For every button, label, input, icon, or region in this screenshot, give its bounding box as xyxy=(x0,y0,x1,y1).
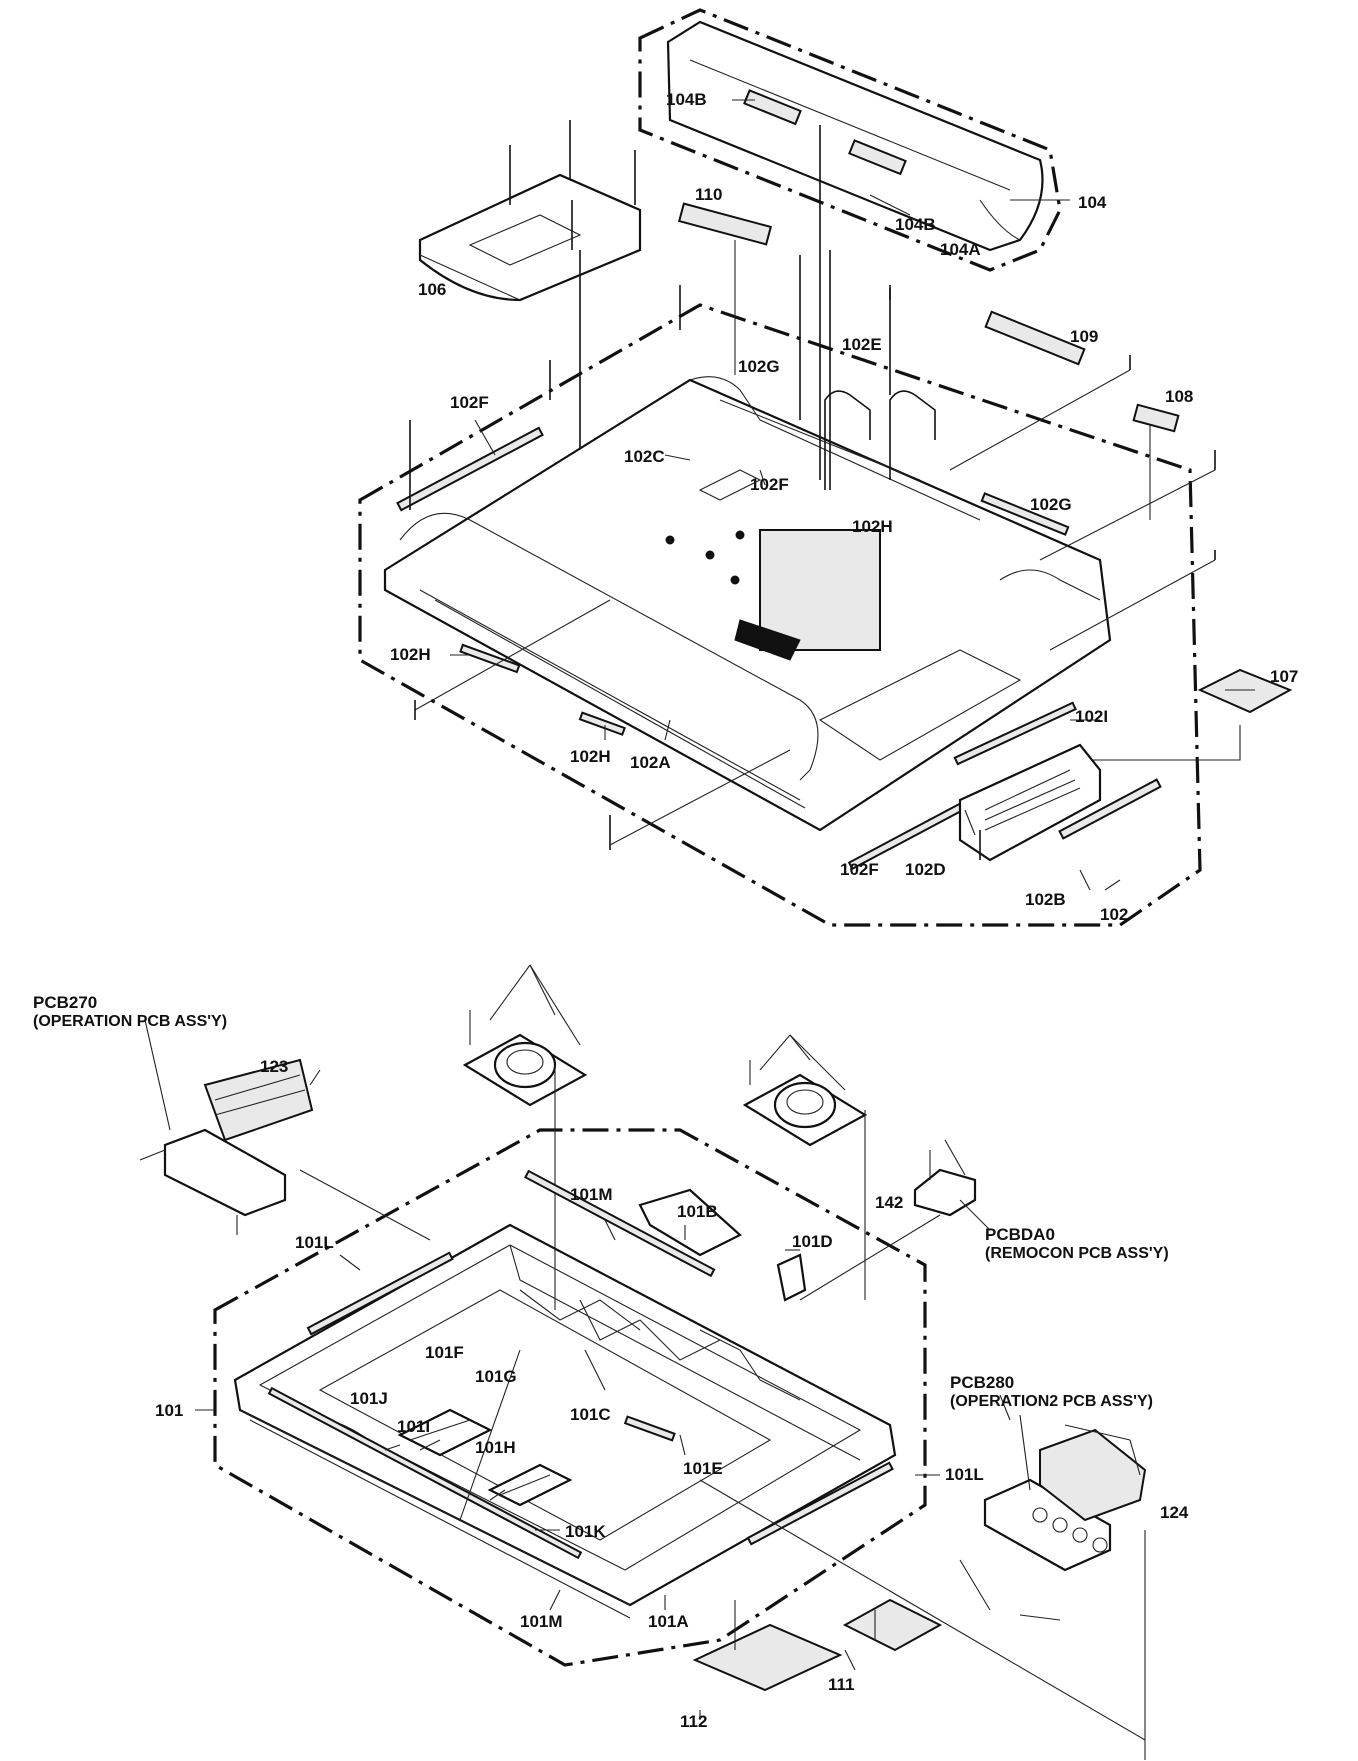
label-pcb280-b: (OPERATION2 PCB ASS'Y) xyxy=(950,1393,1153,1410)
strip-102H-left xyxy=(459,643,521,674)
group-boundary-101 xyxy=(213,1128,927,1667)
group-boundary-104 xyxy=(638,8,1062,272)
label-101E: 101E xyxy=(683,1459,723,1478)
bracket-102E xyxy=(799,125,936,490)
label-102B: 102B xyxy=(1025,890,1066,909)
label-pcbda0-a: PCBDA0 xyxy=(985,1225,1055,1244)
label-112 xyxy=(692,1623,843,1692)
label-102C: 102C xyxy=(624,447,665,466)
bracket-101G xyxy=(487,1463,573,1507)
strip-101M-top xyxy=(524,1169,716,1278)
label-101H: 101H xyxy=(475,1438,516,1457)
top-cover-104 xyxy=(666,20,1044,252)
label-102H-c: 102H xyxy=(852,517,893,536)
label-pcb280-a: PCB280 xyxy=(950,1373,1014,1392)
label-112: 112 xyxy=(680,1712,707,1731)
label-101L-b: 101L xyxy=(945,1465,984,1484)
label-104: 104 xyxy=(1078,193,1107,212)
strip-101M-bottom xyxy=(267,1386,583,1560)
operation-pcb-123 xyxy=(139,1019,431,1241)
label-108: 108 xyxy=(1165,387,1193,406)
label-101F: 101F xyxy=(425,1343,464,1362)
label-110 xyxy=(677,202,773,246)
label-101J: 101J xyxy=(350,1389,388,1408)
strip-101L-right xyxy=(746,1461,894,1546)
label-106: 106 xyxy=(418,280,446,299)
strip-102B xyxy=(1058,778,1162,840)
screw-group-106 xyxy=(509,120,636,470)
label-101K: 101K xyxy=(565,1522,606,1541)
bracket-101B xyxy=(638,1188,742,1257)
label-pcbda0-b: (REMOCON PCB ASS'Y) xyxy=(985,1245,1169,1262)
label-102G-a: 102G xyxy=(738,357,780,376)
label-102H-a: 102H xyxy=(390,645,431,664)
remocon-pcb-142 xyxy=(799,1139,991,1301)
screws-102 xyxy=(409,285,1216,860)
label-102F-c: 102F xyxy=(840,860,879,879)
label-142: 142 xyxy=(875,1193,903,1212)
label-101: 101 xyxy=(155,1401,183,1420)
strip-102H-bottom xyxy=(578,711,626,736)
handle-106 xyxy=(418,173,642,302)
label-124: 124 xyxy=(1160,1503,1189,1522)
label-101I: 101I xyxy=(397,1417,430,1436)
label-102E: 102E xyxy=(842,335,882,354)
label-104A: 104A xyxy=(940,240,981,259)
speaker-right xyxy=(742,1073,868,1147)
rear-cabinet-102A xyxy=(383,376,1112,832)
label-102F-a: 102F xyxy=(450,393,489,412)
speaker-screw-lines xyxy=(469,964,866,1310)
label-109 xyxy=(984,310,1086,366)
label-101M-b: 101M xyxy=(520,1612,563,1631)
label-101L-a: 101L xyxy=(295,1233,334,1252)
label-101G: 101G xyxy=(475,1367,517,1386)
label-108 xyxy=(1132,403,1180,433)
label-102I: 102I xyxy=(1075,707,1108,726)
label-102F-b: 102F xyxy=(750,475,789,494)
leader-lines-bottom xyxy=(195,1219,1146,1741)
label-102H-b: 102H xyxy=(570,747,611,766)
strip-102I xyxy=(953,701,1077,766)
strip-102F-left xyxy=(396,426,544,512)
strip-101L-left xyxy=(306,1251,454,1336)
bracket-101F xyxy=(397,1408,493,1457)
label-107: 107 xyxy=(1270,667,1298,686)
label-102G-b: 102G xyxy=(1030,495,1072,514)
label-111: 111 xyxy=(828,1675,855,1694)
label-123: 123 xyxy=(260,1057,288,1076)
label-101M-a: 101M xyxy=(570,1185,613,1204)
operation2-pcb-124 xyxy=(959,1414,1147,1760)
label-101C: 101C xyxy=(570,1405,611,1424)
label-101D: 101D xyxy=(792,1232,833,1251)
label-pcb270-b: (OPERATION PCB ASS'Y) xyxy=(33,1013,227,1030)
label-110: 110 xyxy=(695,185,722,204)
label-102D: 102D xyxy=(905,860,946,879)
grille-102D xyxy=(958,743,1102,862)
label-101A: 101A xyxy=(648,1612,689,1631)
strip-102G-right xyxy=(980,492,1070,536)
label-pcb270-a: PCB270 xyxy=(33,993,97,1012)
label-109: 109 xyxy=(1070,327,1098,346)
speaker-left xyxy=(462,1033,588,1107)
label-101B: 101B xyxy=(677,1202,718,1221)
label-104B-a: 104B xyxy=(666,90,707,109)
strip-101E xyxy=(623,1415,676,1442)
label-104B-b: 104B xyxy=(895,215,936,234)
label-111 xyxy=(842,1598,943,1652)
label-107 xyxy=(1197,668,1293,714)
front-cabinet-101A xyxy=(233,1223,897,1619)
bracket-101D xyxy=(776,1253,807,1302)
group-boundary-102 xyxy=(358,303,1202,927)
leader-lines-top xyxy=(450,99,1255,891)
label-102: 102 xyxy=(1100,905,1128,924)
label-102A: 102A xyxy=(630,753,671,772)
